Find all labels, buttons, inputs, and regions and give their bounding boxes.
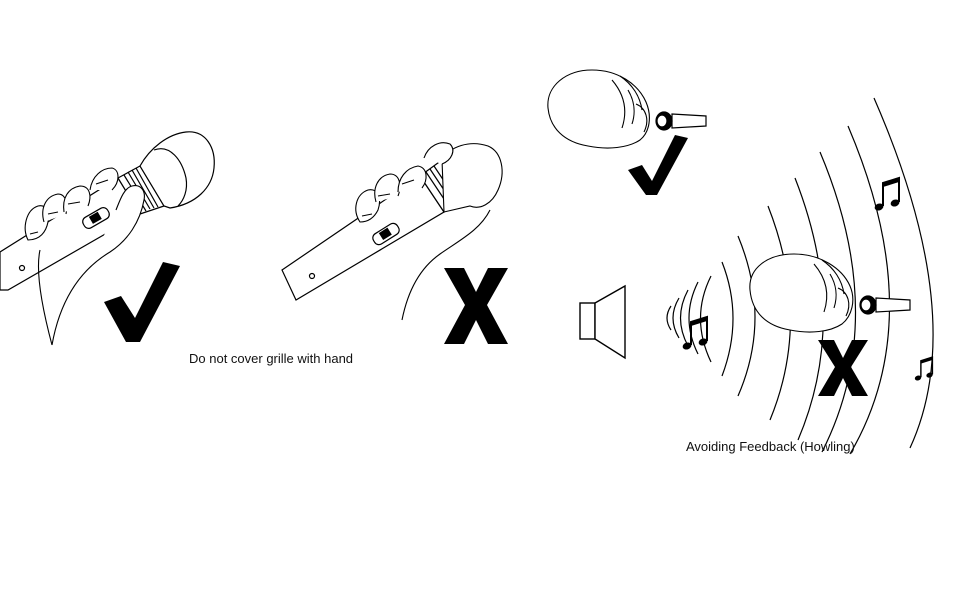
music-note-icon [872, 177, 902, 213]
cross-icon [444, 268, 508, 344]
caption-feedback: Avoiding Feedback (Howling) [686, 439, 855, 454]
caption-grille: Do not cover grille with hand [189, 351, 354, 366]
panel-distance-incorrect [579, 97, 935, 455]
head-icon [749, 253, 854, 333]
checkmark-icon [104, 262, 180, 342]
hand-icon [355, 142, 503, 321]
microphone-icon [655, 111, 707, 131]
hand-icon [24, 167, 145, 346]
panel-grip-correct [0, 131, 215, 346]
head-icon [547, 69, 650, 149]
panel-distance-correct [547, 69, 707, 195]
microphone-icon [281, 159, 467, 301]
checkmark-icon [628, 135, 688, 195]
speaker-icon [579, 284, 626, 360]
cross-icon [818, 340, 868, 396]
microphone-icon [859, 295, 911, 315]
panel-grip-incorrect [281, 142, 508, 344]
